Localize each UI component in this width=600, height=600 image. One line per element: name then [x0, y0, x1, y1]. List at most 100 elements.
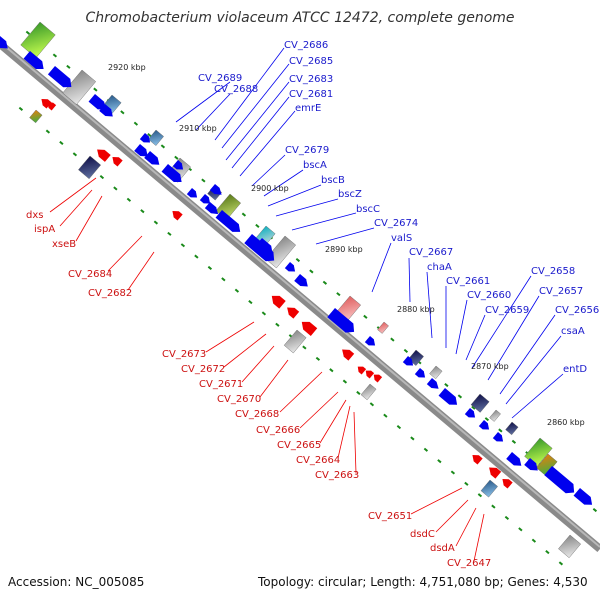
gene-label[interactable]: CV_2682	[88, 288, 132, 299]
gene-label[interactable]: chaA	[427, 262, 452, 273]
leader-line	[471, 275, 532, 369]
gene-label[interactable]: xseB	[52, 239, 76, 250]
feature-block	[20, 21, 56, 59]
leader-line	[223, 333, 267, 368]
gene-label[interactable]: CV_2663	[315, 470, 359, 481]
gene-label[interactable]: CV_2671	[199, 379, 243, 390]
gene-label[interactable]: valS	[391, 233, 412, 244]
gene-label[interactable]: dsdA	[430, 543, 455, 554]
leader-line	[231, 96, 290, 169]
forward-arrow	[364, 336, 376, 346]
gene-label[interactable]: dxs	[26, 210, 43, 221]
feature-block	[429, 365, 443, 380]
gene-label[interactable]: CV_2686	[284, 40, 328, 51]
gene-label[interactable]: csaA	[561, 326, 585, 337]
gene-label[interactable]: bscZ	[338, 189, 362, 200]
gene-label[interactable]: CV_2673	[162, 349, 206, 360]
gene-label[interactable]: CV_2664	[296, 455, 340, 466]
forward-arrow	[478, 420, 490, 430]
tick-mark	[342, 379, 348, 384]
tick-mark	[336, 292, 341, 297]
gene-label[interactable]: CV_2672	[181, 364, 225, 375]
gene-label[interactable]: CV_2656	[555, 305, 599, 316]
tick-mark	[295, 257, 301, 263]
gene-label[interactable]: CV_2688	[214, 84, 258, 95]
gene-label[interactable]: bscA	[303, 160, 327, 171]
gene-label[interactable]: CV_2665	[277, 440, 321, 451]
tick-mark	[464, 481, 469, 486]
leader-line	[259, 359, 289, 398]
tick-mark	[140, 209, 145, 214]
tick-mark	[133, 121, 139, 126]
reverse-arrow	[97, 149, 111, 162]
leader-line	[465, 314, 486, 361]
feature-block	[283, 329, 307, 354]
gene-label[interactable]: CV_2684	[68, 269, 112, 280]
tick-mark	[167, 231, 172, 236]
gene-label[interactable]: CV_2681	[289, 89, 333, 100]
gene-label[interactable]: CV_2683	[289, 74, 333, 85]
leader-line	[127, 251, 155, 291]
gene-label[interactable]: CV_2657	[539, 286, 583, 297]
tick-mark	[275, 322, 280, 327]
forward-arrow	[215, 210, 241, 232]
gene-label[interactable]: emrE	[295, 103, 321, 114]
leader-line	[455, 507, 477, 547]
gene-label[interactable]: bscC	[356, 204, 380, 215]
tick-mark	[241, 212, 247, 217]
reverse-arrow	[112, 157, 123, 167]
leader-line	[505, 335, 562, 405]
gene-label[interactable]: CV_2667	[409, 247, 453, 258]
tick-mark	[93, 87, 98, 92]
gene-label[interactable]: CV_2659	[485, 305, 529, 316]
gene-label[interactable]: CV_2658	[531, 266, 575, 277]
reverse-arrow	[287, 307, 300, 319]
leader-line	[408, 257, 411, 303]
leader-line	[175, 81, 231, 123]
gene-label[interactable]: CV_2674	[374, 218, 418, 229]
tick-mark	[491, 504, 496, 509]
forward-arrow	[464, 408, 476, 418]
tick-mark	[444, 382, 449, 388]
reverse-arrow	[172, 211, 183, 221]
gene-label[interactable]: bscB	[321, 175, 345, 186]
gene-label[interactable]: CV_2689	[198, 73, 242, 84]
forward-gene-arrows	[0, 36, 593, 505]
leader-line	[214, 47, 285, 141]
gene-label[interactable]: dsdC	[410, 529, 435, 540]
leader-line	[107, 235, 143, 272]
tick-mark	[18, 106, 24, 111]
gene-label[interactable]: CV_2685	[289, 56, 333, 67]
forward-arrow	[47, 66, 72, 88]
feature-block	[147, 129, 164, 146]
forward-arrow	[544, 466, 575, 494]
tick-mark	[369, 402, 375, 407]
gene-label[interactable]: CV_2660	[467, 290, 511, 301]
leader-line	[337, 405, 351, 459]
leader-line	[267, 184, 322, 207]
leader-line	[410, 487, 463, 515]
gene-label[interactable]: CV_2666	[256, 425, 300, 436]
gene-label[interactable]: CV_2668	[235, 409, 279, 420]
tick-mark	[25, 30, 31, 35]
forward-arrow	[524, 458, 538, 471]
tick-mark	[52, 53, 58, 58]
kbp-label: 2900 kbp	[251, 184, 289, 193]
gene-label[interactable]: entD	[563, 364, 587, 375]
gene-label[interactable]: CV_2670	[217, 394, 261, 405]
gene-label[interactable]: CV_2651	[368, 511, 412, 522]
leader-line	[241, 345, 275, 383]
gene-label[interactable]: ispA	[34, 224, 55, 235]
tick-mark	[356, 390, 361, 396]
leader-line	[426, 271, 433, 339]
tick-mark	[194, 254, 199, 259]
forward-arrow	[144, 151, 160, 165]
tick-mark	[221, 277, 226, 282]
gene-label[interactable]: CV_2679	[285, 145, 329, 156]
tick-mark	[383, 413, 388, 418]
reverse-arrow	[365, 370, 375, 379]
forward-arrow	[23, 51, 44, 69]
gene-label[interactable]: CV_2661	[446, 276, 490, 287]
forward-arrow	[426, 378, 439, 389]
gene-label[interactable]: CV_2647	[447, 558, 491, 569]
